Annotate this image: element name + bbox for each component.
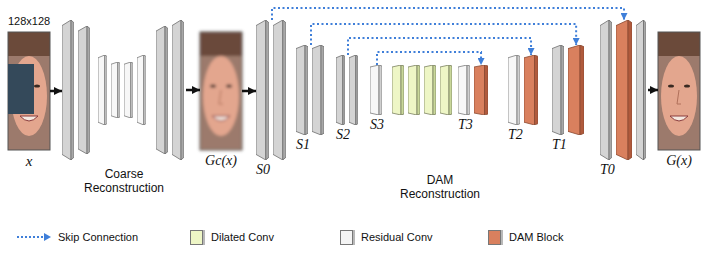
- flow-arrow: [242, 90, 256, 93]
- math-label: S0: [256, 162, 270, 178]
- residual-layer: [508, 55, 520, 125]
- legend-text: Skip Connection: [58, 231, 138, 243]
- math-label: T3: [458, 117, 473, 133]
- input-image: 128x128x: [8, 32, 50, 150]
- mask-region: [8, 64, 34, 114]
- coarse-output-image: Gc(x): [200, 32, 242, 150]
- dam-block: [524, 55, 538, 125]
- residual-layer: [124, 62, 133, 118]
- conv-layer: [552, 45, 564, 135]
- coarse-face-image: [200, 32, 242, 150]
- decoder-layer: T2: [508, 55, 540, 125]
- conv-layer: [273, 20, 286, 160]
- output-face-image: [658, 32, 700, 150]
- caption-text: 128x128: [8, 15, 50, 28]
- math-label: T0: [600, 162, 615, 178]
- dilated-layer: [440, 65, 452, 115]
- conv-layer: [312, 45, 324, 135]
- math-label: G(x): [666, 153, 692, 169]
- encoder-layer: S0: [256, 20, 288, 160]
- encoder-layer: S1: [296, 45, 326, 135]
- dilated-layer: [424, 65, 436, 115]
- skip-connection: [272, 8, 624, 20]
- coarse-network: Coarse Reconstruction: [62, 20, 186, 160]
- legend-swatch: [190, 230, 203, 245]
- flow-arrow: [648, 89, 658, 92]
- legend-line-sample: [16, 232, 52, 242]
- legend-text: Dilated Conv: [211, 231, 274, 243]
- conv-layer: [600, 20, 612, 160]
- residual-layer: [458, 65, 470, 115]
- conv-layer: [172, 20, 184, 160]
- legend-swatch: [340, 230, 353, 245]
- math-label: S3: [370, 117, 384, 133]
- residual-layer: [370, 65, 382, 115]
- encoder-layer: S2: [336, 55, 360, 125]
- legend-text: DAM Block: [509, 231, 563, 243]
- legend-entry: Skip Connection: [16, 229, 138, 245]
- conv-layer: [78, 26, 90, 154]
- decoder-layer: T0: [600, 20, 648, 160]
- flow-arrow: [50, 90, 62, 93]
- conv-layer: [156, 26, 168, 154]
- output-image: G(x): [658, 32, 700, 150]
- conv-layer: [336, 55, 345, 125]
- encoder-layer: S3: [370, 65, 384, 115]
- section-label: DAM Reconstruction: [392, 174, 488, 202]
- residual-layer: [137, 55, 146, 125]
- math-label: x: [26, 153, 33, 170]
- dam-block: [568, 45, 584, 135]
- math-label: Gc(x): [205, 153, 237, 169]
- skip-connection: [311, 24, 576, 45]
- flow-arrow: [186, 89, 200, 92]
- math-label: S1: [296, 137, 310, 153]
- dam-block: [616, 20, 632, 160]
- conv-layer: [636, 20, 646, 160]
- conv-layer: [349, 55, 358, 125]
- input-face-image: [8, 32, 50, 150]
- residual-layer: [111, 62, 120, 118]
- caption-text: Coarse Reconstruction: [74, 168, 174, 196]
- dilated-layer: [392, 65, 404, 115]
- legend-entry: DAM Block: [488, 229, 563, 245]
- dilated-layer: [408, 65, 420, 115]
- legend-swatch: [488, 230, 501, 245]
- decoder-layer: T3: [458, 65, 490, 115]
- skip-connection: [377, 52, 481, 65]
- math-label: S2: [336, 127, 350, 143]
- decoder-layer: T1: [552, 45, 586, 135]
- legend-arrowhead: [44, 233, 51, 241]
- dam-block: [474, 65, 488, 115]
- legend-entry: Dilated Conv: [190, 229, 274, 245]
- math-label: T2: [508, 127, 523, 143]
- legend-line: [17, 236, 45, 238]
- legend-text: Residual Conv: [361, 231, 433, 243]
- skip-connection: [348, 38, 531, 55]
- math-label: T1: [552, 137, 567, 153]
- conv-layer: [62, 20, 74, 160]
- legend-entry: Residual Conv: [340, 229, 433, 245]
- conv-layer: [296, 45, 308, 135]
- residual-layer: [98, 55, 107, 125]
- conv-layer: [256, 20, 269, 160]
